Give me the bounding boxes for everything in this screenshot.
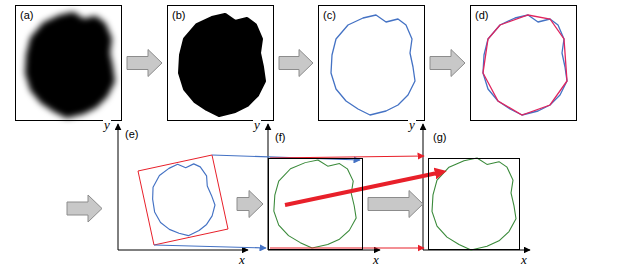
panel-label: (c) [322,9,337,22]
particle-contour [331,15,415,115]
axis-label: y [103,118,111,132]
mapping-line [270,247,424,248]
flow-arrow [127,50,162,77]
bounding-rectangle [138,155,228,245]
normalized-particle [432,158,516,250]
flow-arrow [67,195,102,222]
axis-label: x [372,253,380,267]
panel-box: (b) [167,5,274,121]
panel-area: (e) [120,128,232,250]
mapping-line [154,245,266,248]
panel-label: (b) [171,9,186,22]
flow-arrow [368,191,423,218]
rotated-particle [146,158,220,241]
panel-label: (d) [474,9,489,22]
blurred-particle [28,15,112,115]
panel-label: (g) [432,131,447,144]
flow-arrow [237,191,263,218]
flow-arrow [279,50,313,77]
axis-label: x [238,253,246,267]
binary-particle [180,15,264,115]
axis-label: y [408,118,416,132]
panel-box: (d) [470,5,577,121]
panel-box: (f) [268,158,363,250]
panel-box: (g) [428,158,520,250]
panel-label: (e) [124,128,139,141]
axes [118,124,248,250]
contour-polygon [483,15,567,115]
panel-label: (a) [19,9,34,22]
panel-box: (a) [15,5,122,121]
axis-label: y [253,118,261,132]
panel-box: (c) [318,5,425,121]
axis-label: x [520,253,528,267]
axes [423,124,530,250]
panel-label: (f) [274,131,286,144]
flow-arrow [430,50,465,77]
